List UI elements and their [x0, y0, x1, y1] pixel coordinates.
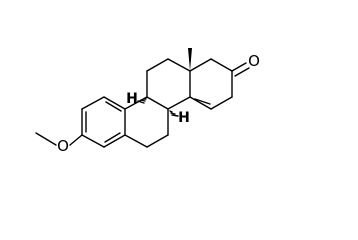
carbonyl-group	[231, 62, 250, 77]
ring-d	[189, 58, 233, 110]
ketone-oxygen-label: O	[248, 52, 260, 70]
methoxy-group	[35, 132, 83, 146]
hashed-wedge-upper-h	[137, 98, 147, 104]
stereo-h-upper-label: H	[126, 91, 138, 107]
stereo-h-lower-label: H	[178, 110, 190, 126]
ether-oxygen-label: O	[57, 137, 69, 155]
angular-methyl-wedge	[188, 48, 192, 71]
steroid-structure-diagram: O O H H	[35, 48, 260, 155]
ring-c	[146, 58, 191, 110]
hashed-wedge-lower-h	[169, 110, 179, 117]
aromatic-ring-a	[81, 96, 126, 148]
